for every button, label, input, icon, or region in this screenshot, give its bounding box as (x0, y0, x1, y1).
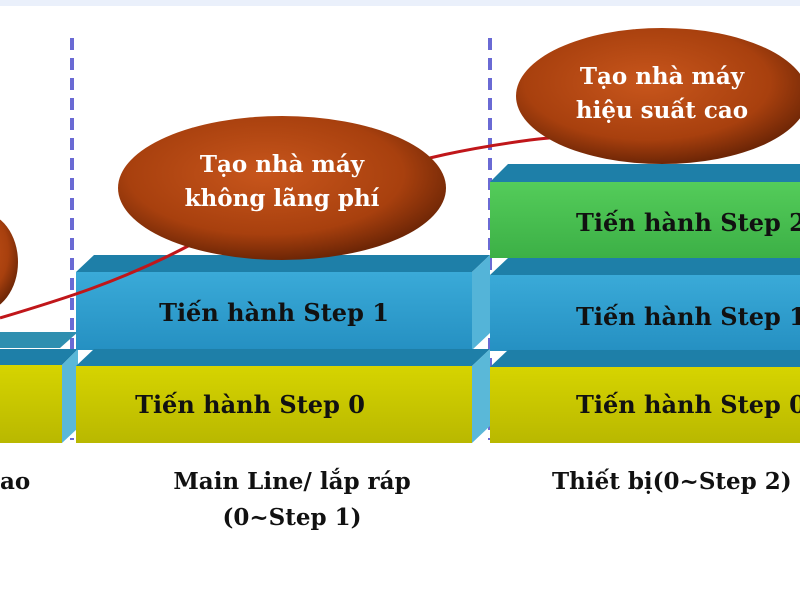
left-step0-top (0, 332, 78, 348)
bubble-right-line2: hiệu suất cao (575, 97, 749, 124)
caption-left-partial: ao (0, 468, 31, 495)
bubble-right-line1: Tạo nhà máy (579, 63, 745, 90)
bubble-left-partial (0, 219, 18, 305)
caption-middle-line1: Main Line/ lắp ráp (173, 468, 411, 495)
right-step2-front (490, 182, 800, 258)
mid-step0-label: Tiến hành Step 0 (135, 390, 365, 419)
mid-step0-topface (76, 349, 490, 366)
bubble-middle-label: Tạo nhà máy không lãng phí (140, 148, 424, 216)
bubble-middle (118, 116, 446, 260)
mid-step0-side (472, 349, 490, 443)
right-column-blocks (490, 164, 800, 443)
right-step2-label: Tiến hành Step 2 (576, 208, 800, 237)
mid-step1-label: Tiến hành Step 1 (159, 298, 389, 327)
right-step1-front (490, 275, 800, 351)
left-step0-front (0, 365, 62, 443)
middle-column-blocks (76, 255, 490, 443)
caption-right: Thiết bị(0~Step 2) (552, 468, 792, 495)
mid-step1-topface (76, 255, 490, 272)
bubble-right (516, 28, 800, 164)
bubble-middle-line2: không lãng phí (184, 185, 380, 212)
right-step0-front (490, 367, 800, 443)
right-step1-topface (490, 258, 800, 275)
bubble-middle-line1: Tạo nhà máy (199, 151, 365, 178)
right-step0-label: Tiến hành Step 0 (576, 390, 800, 419)
bubble-right-label: Tạo nhà máy hiệu suất cao (540, 60, 784, 128)
right-step2-topface (490, 164, 800, 182)
mid-step1-side (472, 255, 490, 350)
left-step0-topface (0, 349, 78, 365)
caption-middle-line2: (0~Step 1) (222, 504, 362, 531)
top-band (0, 0, 800, 6)
caption-middle: Main Line/ lắp ráp (0~Step 1) (142, 464, 442, 536)
left-column-blocks (0, 332, 78, 443)
right-step0-topface (490, 350, 800, 367)
mid-step0-front (76, 366, 472, 443)
mid-step1-front (76, 272, 472, 350)
left-step0-side (62, 349, 78, 443)
right-step1-label: Tiến hành Step 1 (576, 302, 800, 331)
